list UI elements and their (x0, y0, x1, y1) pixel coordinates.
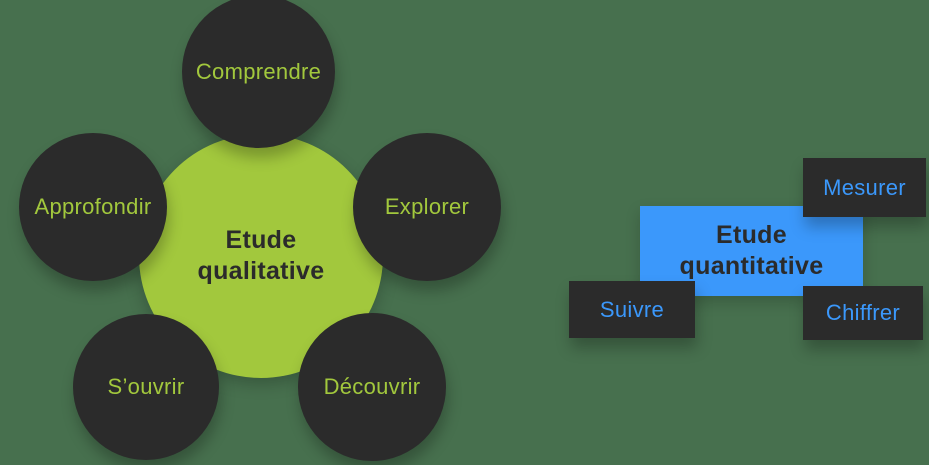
box-mesurer: Mesurer (803, 158, 926, 217)
box-chiffrer: Chiffrer (803, 286, 923, 340)
circle-comprendre: Comprendre (182, 0, 335, 148)
qualitative-center-label: Etude qualitative (198, 225, 325, 287)
quantitative-center-line1: Etude (716, 221, 787, 249)
circle-explorer-label: Explorer (384, 194, 470, 219)
box-suivre: Suivre (569, 281, 695, 338)
circle-approfondir-label: Approfondir (34, 194, 152, 219)
circle-decouvrir: Découvrir (298, 313, 446, 461)
circle-comprendre-label: Comprendre (195, 58, 322, 84)
circle-explorer: Explorer (353, 133, 501, 281)
qualitative-center-line2: qualitative (197, 257, 325, 285)
circle-approfondir: Approfondir (19, 133, 167, 281)
box-chiffrer-label: Chiffrer (825, 300, 901, 325)
quantitative-center-label: Etude quantitative (680, 220, 824, 282)
quantitative-center-line2: quantitative (679, 252, 824, 280)
circle-souvrir-label: S’ouvrir (107, 374, 185, 399)
circle-souvrir: S’ouvrir (73, 314, 219, 460)
box-suivre-label: Suivre (599, 296, 665, 322)
circle-decouvrir-label: Découvrir (323, 374, 421, 399)
box-mesurer-label: Mesurer (823, 174, 906, 200)
qualitative-center-line1: Etude (225, 226, 297, 254)
